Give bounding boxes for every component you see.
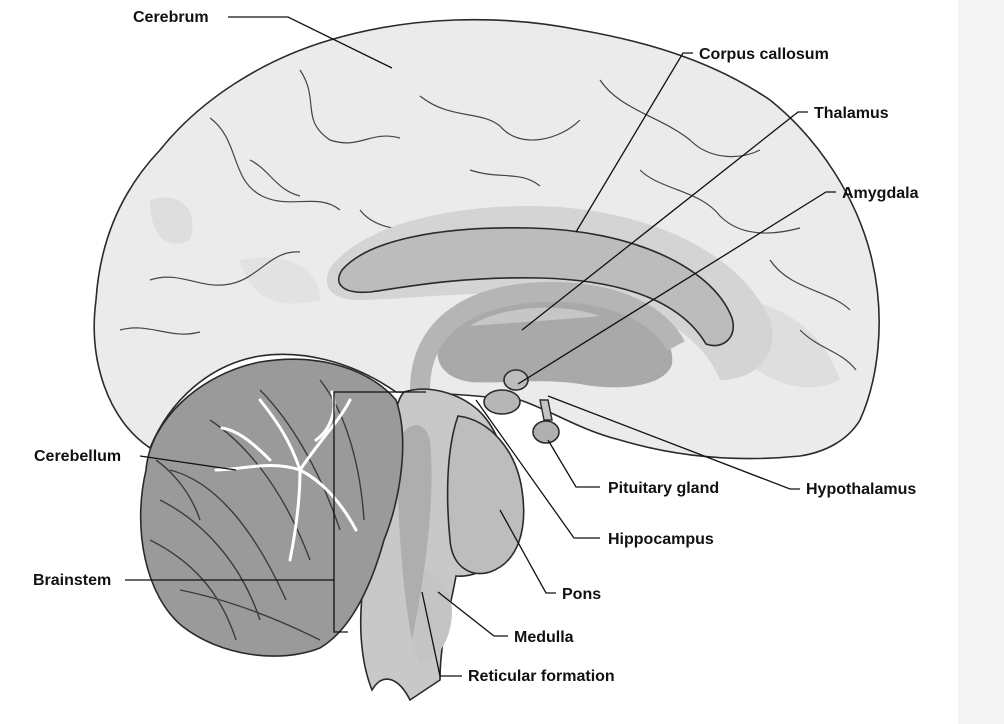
- label-reticular-formation: Reticular formation: [468, 668, 615, 685]
- leader-hippocampus: [475, 399, 600, 539]
- corpus-callosum-shape: [337, 227, 735, 347]
- reticular-core: [397, 425, 432, 640]
- label-amygdala: Amygdala: [842, 185, 919, 202]
- leader-amygdala: [517, 191, 836, 385]
- label-pituitary-gland: Pituitary gland: [608, 480, 719, 497]
- pituitary-shape: [532, 420, 560, 444]
- label-pons: Pons: [562, 586, 601, 603]
- cerebellum-shape: [139, 358, 404, 657]
- label-cerebrum: Cerebrum: [133, 9, 209, 26]
- right-margin-strip: [958, 0, 1004, 724]
- pituitary-stalk: [539, 399, 553, 421]
- leader-cerebrum: [228, 16, 393, 69]
- label-brainstem: Brainstem: [33, 572, 111, 589]
- arbor-vitae: [214, 390, 358, 562]
- leader-reticular: [421, 591, 462, 677]
- leader-hypothalamus: [547, 395, 800, 490]
- thalamus-highlight: [470, 307, 600, 326]
- leader-cerebellum: [139, 455, 237, 471]
- leader-pituitary: [547, 439, 600, 488]
- label-thalamus: Thalamus: [814, 105, 889, 122]
- leader-corpus-callosum: [575, 52, 693, 233]
- leader-lines: [125, 16, 836, 677]
- label-corpus-callosum: Corpus callosum: [699, 46, 829, 63]
- leader-medulla: [437, 591, 508, 637]
- leader-pons: [499, 509, 556, 594]
- leader-thalamus: [521, 111, 808, 331]
- fornix-arc: [410, 281, 685, 391]
- label-cerebellum: Cerebellum: [34, 448, 121, 465]
- label-hypothalamus: Hypothalamus: [806, 481, 916, 498]
- amygdala-shape: [503, 369, 529, 391]
- label-hippocampus: Hippocampus: [608, 531, 714, 548]
- pons-shape: [446, 415, 525, 575]
- cortex-shading-1: [150, 197, 193, 244]
- hypothalamus-shape: [483, 389, 521, 415]
- label-medulla: Medulla: [514, 629, 574, 646]
- brainstem-bracket: [333, 391, 350, 633]
